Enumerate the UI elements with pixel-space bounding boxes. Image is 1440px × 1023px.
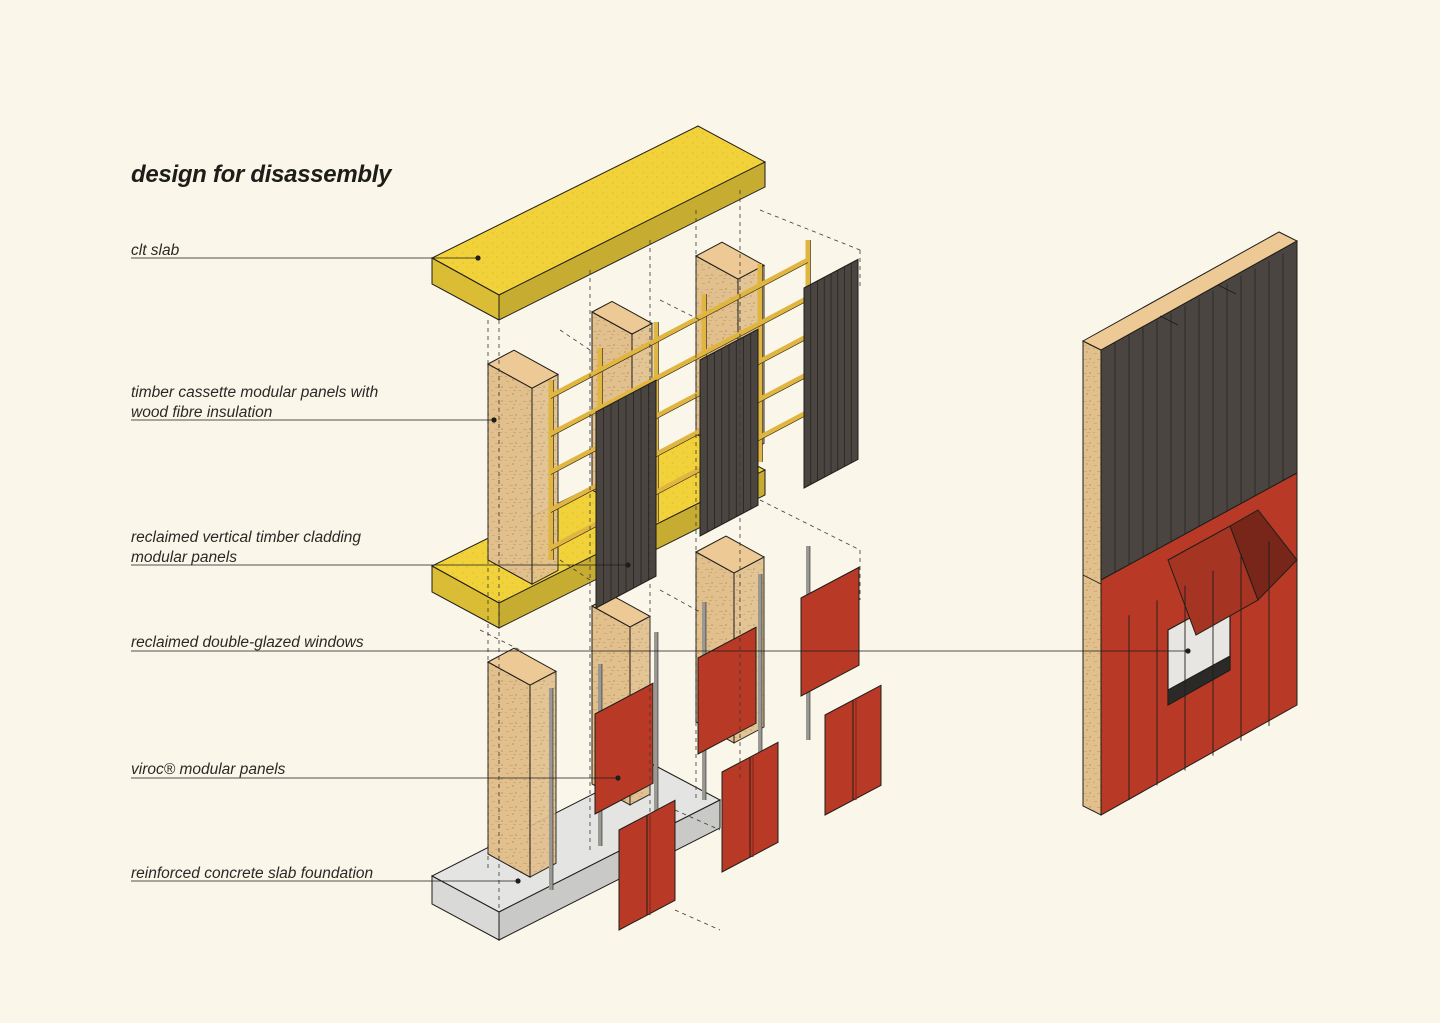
batten-horizontal xyxy=(549,295,810,437)
dashed-guide-line xyxy=(659,299,701,321)
timber-cassette-upper-2-top xyxy=(590,300,654,335)
timber-cassette-upper-1-edge xyxy=(487,363,533,586)
batten-horizontal xyxy=(549,371,810,513)
leader-dot xyxy=(515,878,521,884)
leader-dot xyxy=(1185,648,1191,654)
label-windows: reclaimed double-glazed windows xyxy=(131,634,364,651)
label-concrete: reinforced concrete slab foundation xyxy=(131,865,374,882)
leader-dot xyxy=(625,562,631,568)
dashed-guide-line xyxy=(559,559,591,581)
timber-cassette-upper-3-top xyxy=(694,241,766,280)
timber-cassette-lower-3-top xyxy=(694,535,766,574)
assembled-window-frame xyxy=(1167,655,1231,706)
dashed-guide-line xyxy=(759,499,861,551)
leader-dot xyxy=(475,255,481,261)
viroc-panel-3 xyxy=(800,566,860,697)
assembled-edge xyxy=(1082,340,1102,816)
dashed-guide-line xyxy=(674,909,721,931)
assembled-canopy-shadow xyxy=(1229,509,1298,601)
clt-slab-top-front xyxy=(498,161,766,321)
batten-horizontal xyxy=(549,333,810,475)
viroc-panel-1 xyxy=(594,682,654,815)
timber-cassette-upper-1-face xyxy=(531,373,559,586)
dashed-guide-line xyxy=(674,809,721,831)
label-clt-slab: clt slab xyxy=(131,242,180,259)
page-title: design for disassembly xyxy=(131,161,392,188)
label-viroc: viroc® modular panels xyxy=(131,761,286,778)
timber-cassette-lower-1-edge xyxy=(487,661,531,878)
dashed-guide-line xyxy=(559,329,591,351)
timber-cassette-lower-1-top xyxy=(486,647,558,686)
leader-dot xyxy=(615,775,621,781)
batten-horizontal xyxy=(549,257,810,399)
leader-dot xyxy=(491,417,497,423)
viroc-panel-2 xyxy=(697,626,757,755)
dashed-guide-line xyxy=(659,589,701,613)
timber-cassette-upper-1-top xyxy=(486,349,560,389)
batten-horizontal xyxy=(549,409,810,551)
dashed-guide-line xyxy=(759,209,861,251)
dashed-guide-line xyxy=(479,629,521,651)
